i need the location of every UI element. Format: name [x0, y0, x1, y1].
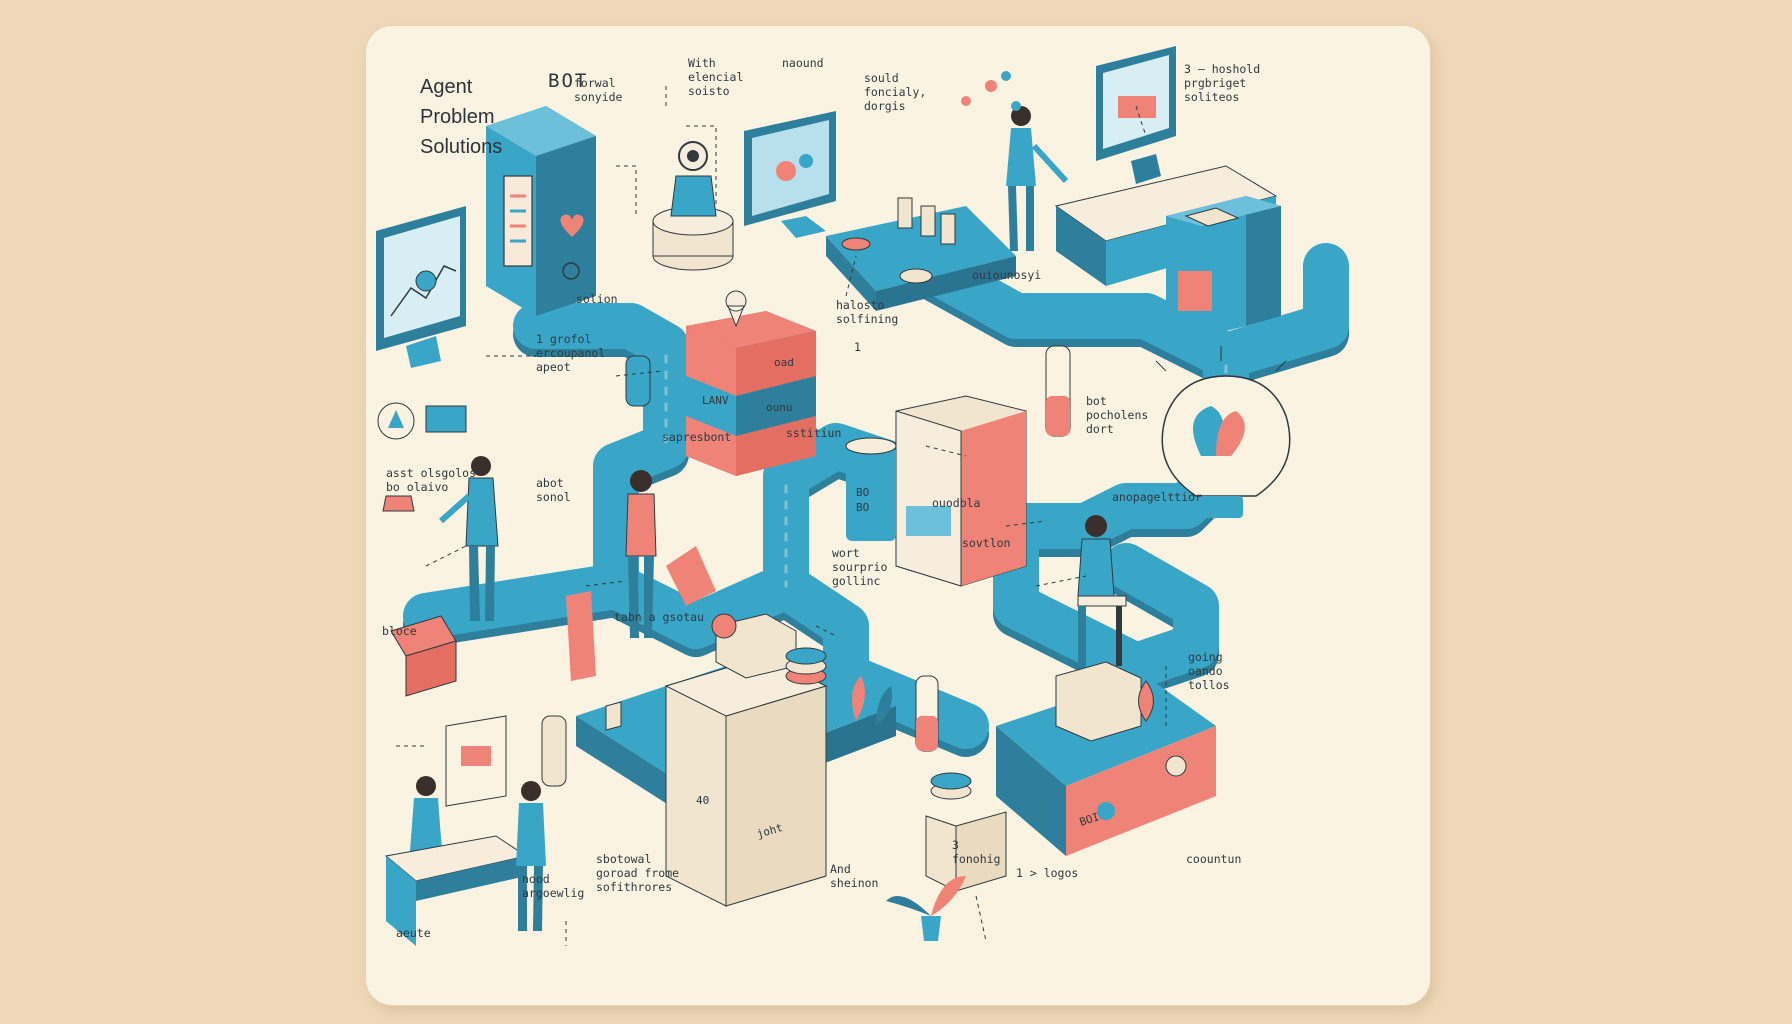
label-logos: 1 > logos	[1016, 866, 1079, 880]
label-saparesbot: sapresbont	[662, 430, 732, 444]
label-top-formal: forwal sonyide	[574, 76, 623, 104]
workstation-top-right	[1006, 46, 1281, 346]
label-ssitiun: sstitiun	[786, 426, 842, 440]
label-oloulve: asst olsgolos bo olaivo	[386, 466, 477, 494]
info-icon	[562, 262, 580, 280]
label-top-social: sould foncialy, dorgis	[864, 71, 927, 113]
label-halosto: halosto solfining	[836, 298, 899, 326]
diagram-poster: BOIOF	[366, 26, 1430, 1005]
heart-icon	[560, 214, 584, 237]
label-num-3: 3 fonohig	[952, 838, 1001, 866]
label-grofol: 1 grofol ercoupanol apeot	[536, 332, 606, 374]
label-and: And sheinon	[830, 862, 879, 890]
label-bot-pocholens: bot pocholens dort	[1086, 394, 1149, 436]
box-label-bobo-1: BO	[856, 486, 869, 499]
decorations	[377, 402, 1187, 820]
label-abot: abot sonol	[536, 476, 571, 504]
platform-top-center	[826, 206, 1016, 311]
person-woman-center	[625, 470, 657, 638]
box-label-lanv: LANV	[702, 394, 729, 407]
label-bloce: bloce	[382, 624, 417, 638]
label-solion: solion	[576, 292, 618, 306]
box-label-40: 40	[696, 794, 709, 807]
label-anopag: anopagelttior	[1112, 490, 1203, 504]
robot-figure	[652, 141, 734, 271]
server-tower	[486, 106, 596, 316]
connector-lines	[396, 86, 1167, 946]
diagram-title: Agent Problem Solutions	[420, 76, 503, 158]
stacked-blocks-center: LANV ounu oad	[686, 290, 816, 476]
label-going: going oando tollos	[1188, 650, 1230, 692]
bot-badge: BOT	[548, 70, 589, 92]
monitor-left	[376, 206, 466, 368]
label-num-1: 1	[854, 340, 861, 354]
label-aeute: aeute	[396, 926, 431, 940]
person-desk-bottom-left	[384, 715, 528, 946]
label-ouodga: ouodbla	[932, 496, 981, 510]
stacked-boxes-right: BO BO	[845, 395, 1027, 587]
label-ouiounosyi: ouiounosyi	[972, 268, 1042, 282]
lab-items	[841, 71, 1021, 284]
person-presenter	[439, 456, 499, 621]
label-tan: tabn a gsotau	[614, 610, 705, 624]
package-bottom-right	[925, 661, 1142, 892]
box-label-ounu: ounu	[766, 401, 793, 414]
label-sovion: sovtlon	[962, 536, 1011, 550]
label-sbotewal: sbotowal goroad frome sofithrores	[596, 852, 680, 894]
plant-icon	[852, 676, 966, 941]
isometric-illustration: BOIOF	[376, 46, 1349, 946]
label-top-naound: naound	[782, 56, 824, 70]
person-standing-bottom-left	[516, 781, 546, 931]
label-top-with: With elencial soisto	[688, 56, 744, 98]
label-coountun: coountun	[1186, 852, 1242, 866]
label-nood: nood argoewlig	[522, 872, 585, 900]
lightbulb-icon	[1155, 346, 1291, 518]
bottle-items	[541, 345, 1071, 787]
label-top-right: 3 — hoshold prgbriget soliteos	[1184, 62, 1261, 104]
box-label-oad: oad	[774, 356, 794, 369]
person-seated-right	[1077, 515, 1127, 666]
label-wort: wort sourprio gollinc	[832, 546, 888, 588]
cardboard-stack: 40 joht	[664, 613, 828, 907]
monitor-top-center	[744, 111, 836, 238]
box-label-bobo-2: BO	[856, 501, 869, 514]
